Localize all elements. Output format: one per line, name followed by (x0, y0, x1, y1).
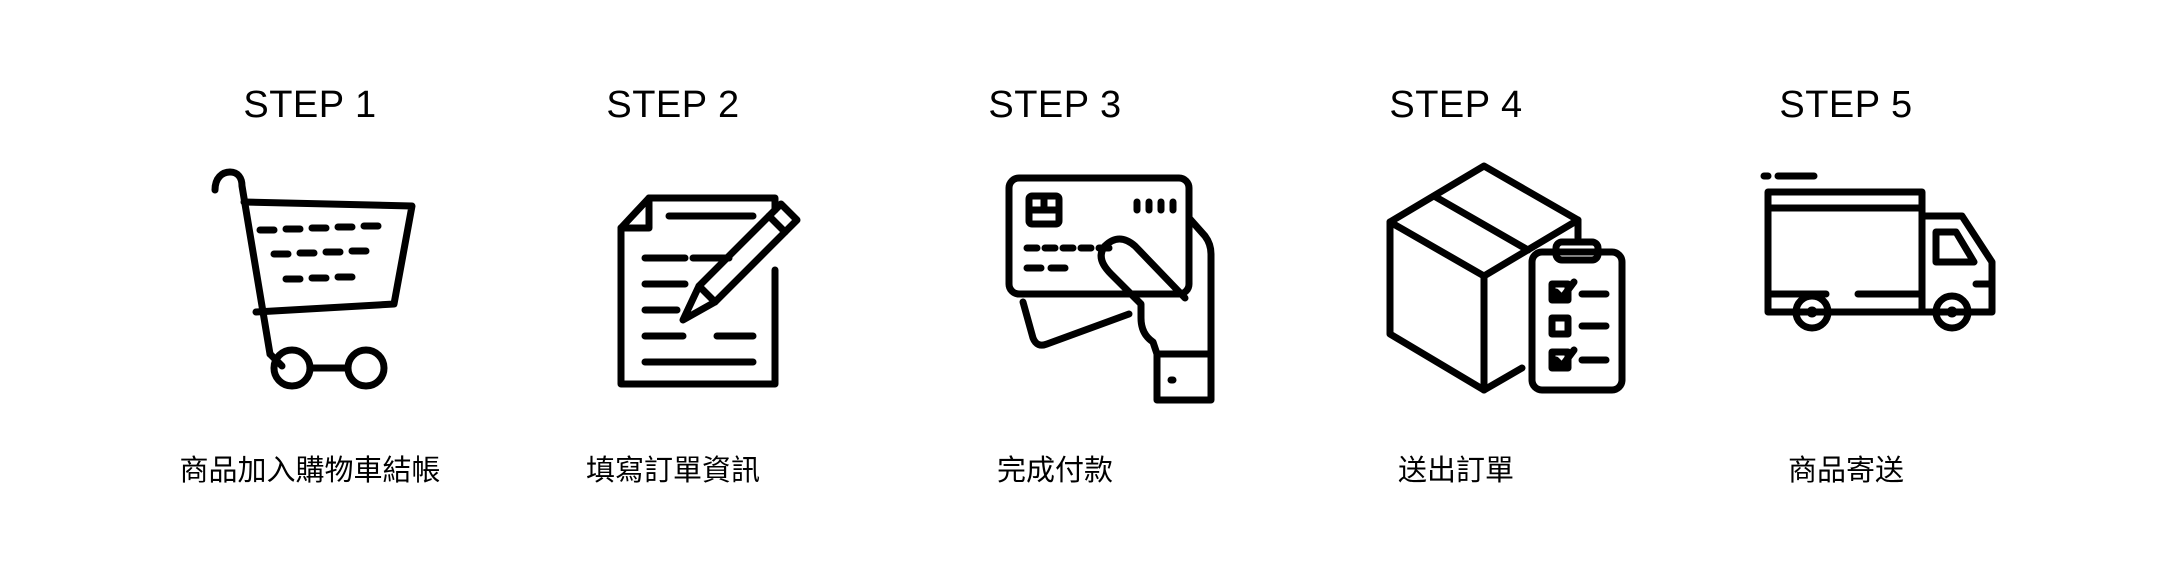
step-1-label: 商品加入購物車結帳 (179, 453, 441, 487)
step-3-title: STEP 3 (988, 84, 1122, 126)
step-4-label: 送出訂單 (1397, 453, 1514, 487)
step-5: STEP 5 商品寄 (1656, 0, 2036, 582)
shopping-cart-icon (170, 158, 450, 418)
step-2: STEP 2 填寫訂 (483, 0, 863, 582)
step-2-label: 填寫訂單資訊 (585, 453, 760, 487)
package-checklist-icon (1316, 158, 1626, 418)
step-5-label: 商品寄送 (1787, 453, 1904, 487)
step-2-title: STEP 2 (606, 84, 740, 126)
step-4: STEP 4 (1266, 0, 1646, 582)
credit-card-payment-icon (915, 158, 1215, 418)
step-3: STEP 3 (865, 0, 1245, 582)
step-3-label: 完成付款 (996, 453, 1113, 487)
step-1-title: STEP 1 (243, 84, 377, 126)
step-4-title: STEP 4 (1389, 84, 1523, 126)
delivery-truck-icon (1706, 158, 1996, 418)
step-1: STEP 1 (120, 0, 500, 582)
order-form-pencil-icon (533, 158, 813, 418)
step-5-title: STEP 5 (1779, 84, 1913, 126)
